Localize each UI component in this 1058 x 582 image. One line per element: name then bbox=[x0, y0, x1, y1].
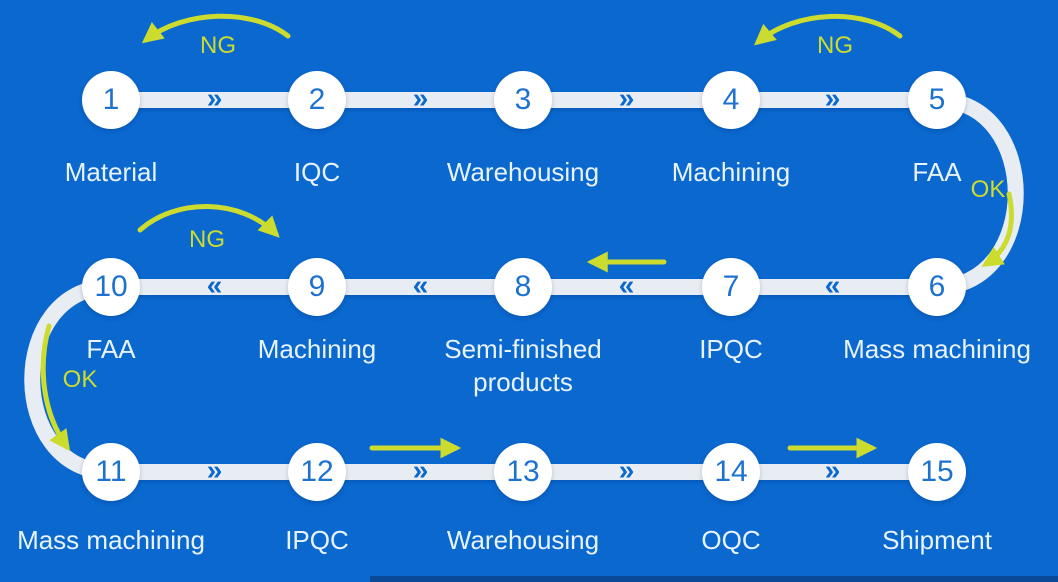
ok-arrow-left-icon bbox=[40, 323, 71, 452]
step-label-shipment: Shipment bbox=[882, 525, 992, 555]
step-node-1: 1 bbox=[82, 71, 140, 129]
step-label-ipqc-2: IPQC bbox=[285, 525, 349, 555]
step-node-12: 12 bbox=[288, 443, 346, 501]
step-node-10: 10 bbox=[82, 258, 140, 316]
chevron-left-icon: « bbox=[206, 269, 223, 301]
step-label-machining: Machining bbox=[671, 157, 791, 187]
ng-arrow-faa-to-machining2-icon bbox=[137, 204, 280, 238]
ok-arrow-right-icon bbox=[981, 191, 1014, 267]
step-label-semifinished: Semi-finished products bbox=[444, 334, 602, 397]
step-label-faa-2: FAA bbox=[86, 334, 136, 364]
step-node-7: 7 bbox=[702, 258, 760, 316]
step-node-8: 8 bbox=[494, 258, 552, 316]
step-label-iqc: IQC bbox=[293, 157, 341, 187]
chevron-right-icon: » bbox=[206, 454, 223, 486]
flow-curve-left bbox=[24, 279, 119, 480]
chevron-right-icon: » bbox=[412, 82, 429, 114]
step-node-13: 13 bbox=[494, 443, 552, 501]
step-label-warehousing: Warehousing bbox=[446, 157, 600, 187]
step-node-6: 6 bbox=[908, 258, 966, 316]
step-node-2: 2 bbox=[288, 71, 346, 129]
ok-label-left: OK bbox=[62, 366, 98, 393]
chevron-right-icon: » bbox=[206, 82, 223, 114]
flow-curve-right bbox=[929, 92, 1024, 295]
step-node-4: 4 bbox=[702, 71, 760, 129]
step-node-9: 9 bbox=[288, 258, 346, 316]
chevron-right-icon: » bbox=[618, 454, 635, 486]
chevron-right-icon: » bbox=[412, 454, 429, 486]
ng-label-iqc: NG bbox=[200, 32, 236, 59]
ng-label-faa-top: NG bbox=[817, 32, 853, 59]
ng-label-faa-mid: NG bbox=[189, 226, 225, 253]
chevron-left-icon: « bbox=[412, 269, 429, 301]
chevron-left-icon: « bbox=[618, 269, 635, 301]
chevron-right-icon: » bbox=[824, 82, 841, 114]
chevron-right-icon: » bbox=[824, 454, 841, 486]
chevron-left-icon: « bbox=[824, 269, 841, 301]
step-node-3: 3 bbox=[494, 71, 552, 129]
step-label-massmachining: Mass machining bbox=[843, 334, 1031, 364]
step-node-11: 11 bbox=[82, 443, 140, 501]
step-label-oqc: OQC bbox=[701, 525, 761, 555]
step-label-material: Material bbox=[64, 157, 158, 187]
step-label-faa: FAA bbox=[912, 157, 962, 187]
step-node-5: 5 bbox=[908, 71, 966, 129]
ng-arrow-faa-to-machining-icon bbox=[753, 13, 903, 46]
step-label-warehousing-2: Warehousing bbox=[446, 525, 600, 555]
chevron-right-icon: » bbox=[618, 82, 635, 114]
step-node-15: 15 bbox=[908, 443, 966, 501]
bottom-strip bbox=[370, 576, 1058, 582]
ok-label-right: OK bbox=[970, 176, 1006, 203]
step-label-massmachining-2: Mass machining bbox=[17, 525, 205, 555]
step-label-machining-2: Machining bbox=[257, 334, 377, 364]
ng-arrow-iqc-to-material-icon bbox=[141, 13, 291, 44]
step-node-14: 14 bbox=[702, 443, 760, 501]
step-label-ipqc: IPQC bbox=[699, 334, 763, 364]
